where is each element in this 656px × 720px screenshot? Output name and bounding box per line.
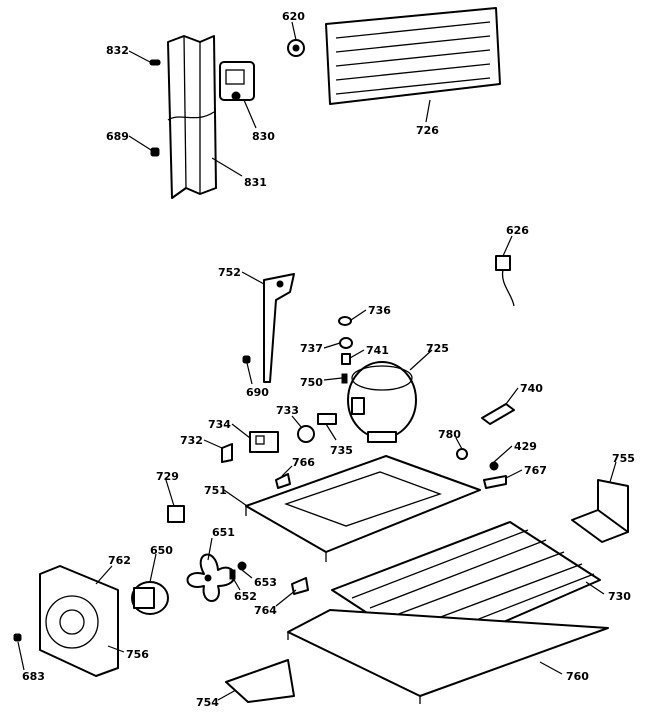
callout-750: 750: [300, 376, 323, 389]
part-830-timer: [219, 61, 255, 101]
callout-730: 730: [608, 590, 631, 603]
part-626-wire-harness: [495, 255, 515, 307]
callout-690: 690: [246, 386, 269, 399]
part-750-bolt: [341, 373, 348, 384]
part-689-clip: [150, 147, 160, 157]
part-726-evaporator: [325, 7, 501, 105]
callout-766: 766: [292, 456, 315, 469]
callout-683: 683: [22, 670, 45, 683]
callout-831: 831: [244, 176, 267, 189]
part-732-clip: [221, 443, 233, 463]
callout-755: 755: [612, 452, 635, 465]
callout-736: 736: [368, 304, 391, 317]
part-734-relay: [249, 431, 279, 453]
part-766-clip: [275, 473, 291, 489]
part-729-capacitor: [167, 505, 185, 523]
callout-737: 737: [300, 342, 323, 355]
callout-650: 650: [150, 544, 173, 557]
callout-740: 740: [520, 382, 543, 395]
part-780-clip: [456, 448, 468, 460]
part-755-bracket: [571, 479, 629, 543]
callout-labels: 832 620 726 689 830 831 626 752 736 737 …: [22, 10, 635, 709]
part-737-washer: [339, 337, 353, 349]
part-620-knob: [287, 39, 305, 57]
callout-767: 767: [524, 464, 547, 477]
part-831-vertical-duct: [167, 35, 217, 199]
callout-732: 732: [180, 434, 203, 447]
part-752-bracket: [263, 273, 295, 383]
callout-832: 832: [106, 44, 129, 57]
callout-651: 651: [212, 526, 235, 539]
callout-729: 729: [156, 470, 179, 483]
callout-689: 689: [106, 130, 129, 143]
part-735-cover: [317, 413, 337, 425]
callout-725: 725: [426, 342, 449, 355]
callout-764: 764: [254, 604, 277, 617]
part-736-grommet: [338, 316, 352, 326]
callout-830: 830: [252, 130, 275, 143]
callout-756: 756: [126, 648, 149, 661]
part-740-clip: [481, 403, 515, 425]
leader-lines: [17, 21, 617, 701]
callout-741: 741: [366, 344, 389, 357]
part-741-sleeve: [341, 353, 351, 365]
callout-733: 733: [276, 404, 299, 417]
callout-780: 780: [438, 428, 461, 441]
callout-653: 653: [254, 576, 277, 589]
callout-752: 752: [218, 266, 241, 279]
callout-734: 734: [208, 418, 231, 431]
part-760-base-plate: [287, 609, 609, 704]
callout-762: 762: [108, 554, 131, 567]
part-751-base-pan: [245, 455, 481, 562]
part-725-compressor: [347, 361, 417, 443]
part-832-screw: [149, 59, 161, 66]
part-652-bolt: [229, 569, 236, 580]
callout-754: 754: [196, 696, 219, 709]
part-650-fan-motor: [131, 581, 169, 615]
callout-751: 751: [204, 484, 227, 497]
part-651-fan-blade: [186, 553, 236, 602]
callout-620: 620: [282, 10, 305, 23]
part-762-fan-shroud: [39, 565, 119, 677]
callout-735: 735: [330, 444, 353, 457]
callout-726: 726: [416, 124, 439, 137]
part-683-screw: [13, 633, 22, 642]
part-733-overload: [297, 425, 315, 443]
part-690-screw: [242, 355, 251, 364]
part-653-nut: [237, 561, 247, 571]
callout-760: 760: [566, 670, 589, 683]
part-754-baffle: [225, 659, 295, 703]
part-429-screw: [489, 461, 499, 471]
part-767-clamp: [483, 475, 507, 489]
callout-626: 626: [506, 224, 529, 237]
callout-652: 652: [234, 590, 257, 603]
callout-429: 429: [514, 440, 537, 453]
